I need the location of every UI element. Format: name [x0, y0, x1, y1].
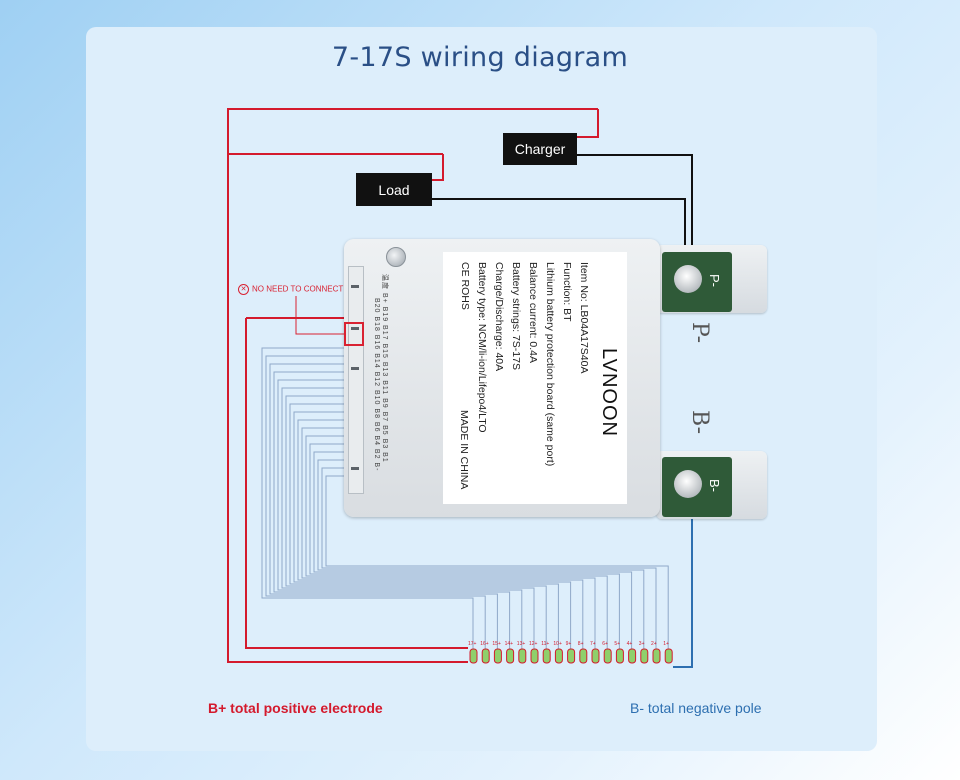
- battery-cell: [567, 648, 576, 664]
- b-terminal: B-: [662, 457, 732, 517]
- cell-number: 2+: [651, 641, 657, 647]
- balance-wire: [265, 355, 486, 649]
- made-in-label: MADE IN CHINA: [458, 410, 470, 490]
- page-title: 7-17S wiring diagram: [331, 42, 629, 73]
- cell-number: 10+: [553, 641, 562, 647]
- balance-wire: [293, 411, 572, 649]
- ntc-highlight: [344, 322, 364, 346]
- battery-cell: [591, 648, 600, 664]
- cell-number: 4+: [626, 641, 633, 647]
- cell-number: 16+: [480, 641, 489, 647]
- battery-cell: [603, 648, 612, 664]
- brand-logo: LVNOON: [598, 348, 620, 437]
- cell-number: 11+: [541, 641, 550, 647]
- pin-labels-bottom: B20 B18 B16 B14 B12 B10 B8 B6 B4 B2 B-: [373, 298, 380, 472]
- cell-number: 3+: [638, 641, 645, 647]
- cell-number: 1+: [663, 641, 669, 647]
- spec-label: [443, 252, 627, 504]
- battery-cell: [469, 648, 478, 664]
- balance-connector: [348, 266, 364, 494]
- battery-cell: [664, 648, 673, 664]
- cell-number: 12+: [529, 641, 538, 647]
- battery-cell: [481, 648, 490, 664]
- p-pole-label: P-: [687, 322, 712, 344]
- cell-number: 6+: [602, 641, 608, 647]
- positive-label: B+ total positive electrode: [208, 700, 383, 716]
- notice-label: ✕NO NEED TO CONNECT: [238, 284, 343, 295]
- spec-lines: Item No: LB04A17S40A Function: BT Lithiu…: [459, 262, 590, 467]
- negative-label: B- total negative pole: [630, 700, 762, 716]
- balance-wire: [305, 435, 608, 649]
- cell-number: 13+: [516, 641, 526, 647]
- balance-wire: [321, 467, 657, 649]
- balance-wires: [261, 347, 669, 649]
- battery-cell: [530, 648, 539, 664]
- cell-number: 7+: [590, 641, 596, 647]
- p-terminal: P-: [662, 252, 732, 312]
- battery-cell: [554, 648, 563, 664]
- battery-cell: [506, 648, 515, 664]
- cell-number: 5+: [614, 641, 621, 647]
- balance-wire: [317, 459, 645, 649]
- balance-wire: [297, 419, 584, 649]
- balance-wire: [289, 403, 559, 649]
- charger-block: Charger: [503, 133, 577, 165]
- balance-wire: [285, 395, 547, 649]
- battery-cell: [652, 648, 661, 664]
- cell-number: 17+: [468, 641, 477, 647]
- battery-cell: [493, 648, 502, 664]
- screw-icon: [386, 247, 406, 267]
- load-block: Load: [356, 173, 432, 206]
- no-connect-icon: ✕: [238, 284, 249, 295]
- balance-wire: [301, 427, 596, 649]
- bolt-icon: [674, 470, 702, 498]
- notice-pointer: [295, 296, 344, 335]
- balance-wire: [325, 475, 669, 649]
- battery-cell: [615, 648, 624, 664]
- balance-wire: [261, 347, 474, 649]
- battery-cell: [640, 648, 649, 664]
- cell-number: 8+: [577, 641, 584, 647]
- balance-wire: [313, 451, 633, 649]
- cell-number: 14+: [504, 641, 514, 647]
- cell-row: [469, 648, 673, 664]
- battery-cell: [628, 648, 637, 664]
- battery-cell: [542, 648, 551, 664]
- balance-wire: [309, 443, 620, 649]
- balance-wire: [269, 363, 498, 649]
- battery-cell: [518, 648, 527, 664]
- balance-wire: [281, 387, 535, 649]
- balance-wire: [273, 371, 511, 649]
- cell-number: 15+: [492, 641, 501, 647]
- b-pole-label: B-: [687, 410, 712, 435]
- bolt-icon: [674, 265, 702, 293]
- positive-wires: [227, 108, 599, 663]
- pin-labels-top: 温度 B+ B19 B17 B15 B13 B11 B9 B7 B5 B3 B1: [381, 274, 388, 463]
- balance-wire: [277, 379, 523, 649]
- battery-cell: [579, 648, 588, 664]
- cell-number: 9+: [565, 641, 572, 647]
- negative-wire: [673, 487, 693, 668]
